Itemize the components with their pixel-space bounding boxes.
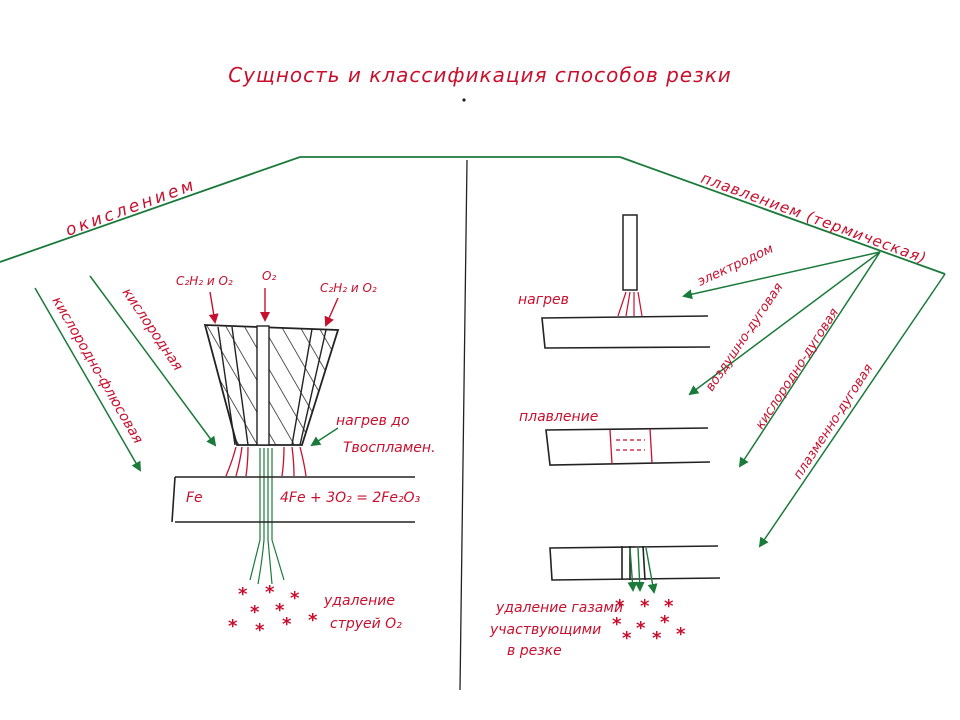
label-oxygen-arc: кислородно-дуговая <box>753 306 842 433</box>
label-removal-left-1: удаление <box>323 593 395 609</box>
branch-line-left <box>0 156 620 263</box>
oxygen-jet <box>249 448 285 585</box>
sparks-left: *** ** **** <box>228 582 318 641</box>
arrow-oxygen <box>89 275 217 447</box>
svg-text:*: * <box>676 624 686 645</box>
torch-nozzle <box>203 324 340 446</box>
svg-text:*: * <box>238 584 248 605</box>
label-gas-center: O₂ <box>262 269 276 283</box>
sparks-right: *** *** *** <box>612 596 686 649</box>
svg-text:*: * <box>265 582 275 603</box>
arc-heat <box>617 291 643 317</box>
label-removal-left-2: струей O₂ <box>330 616 402 632</box>
removal-gas-arrows <box>627 547 658 594</box>
label-melting: плавление <box>519 409 598 425</box>
branch-line-right <box>619 156 946 275</box>
label-reaction: 4Fe + 3O₂ = 2Fe₂O₃ <box>280 490 421 506</box>
svg-text:*: * <box>664 596 674 617</box>
label-oxygen-flux: кислородно-флюсовая <box>49 294 146 447</box>
workpiece-fe <box>171 476 415 523</box>
arrow-heat <box>310 427 339 447</box>
svg-text:*: * <box>640 596 650 617</box>
svg-text:*: * <box>282 614 292 635</box>
divider-line <box>459 159 468 691</box>
workpiece-3 <box>549 545 721 581</box>
arrow-oxygen-flux <box>34 287 141 472</box>
label-removal-right-3: в резке <box>507 643 562 659</box>
label-gas-left: C₂H₂ и O₂ <box>176 274 233 288</box>
electrode-rod <box>622 214 638 291</box>
preheat-flames <box>225 446 307 477</box>
label-removal-right-2: участвующими <box>489 622 601 638</box>
svg-text:*: * <box>660 612 670 633</box>
svg-text:*: * <box>228 616 238 637</box>
svg-text:*: * <box>622 628 632 649</box>
arrow-gas-right <box>324 297 339 327</box>
arrow-gas-left <box>208 291 219 324</box>
svg-text:*: * <box>652 628 662 649</box>
label-plasma-arc: плазменно-дуговая <box>791 361 877 482</box>
label-electrode: электродом <box>695 241 776 289</box>
right-fan-lines <box>682 251 946 548</box>
label-air-arc: воздушно-дуговая <box>703 280 787 394</box>
title-dot <box>462 98 466 102</box>
svg-text:*: * <box>612 614 622 635</box>
svg-text:*: * <box>255 620 265 641</box>
label-heat-2: Tвоспламен. <box>343 440 436 456</box>
branch-label-oxidation: окислением <box>63 175 199 241</box>
label-heating: нагрев <box>518 292 569 308</box>
svg-text:*: * <box>250 602 260 623</box>
branch-label-melting: плавлением (термическая) <box>699 169 930 268</box>
svg-text:*: * <box>275 600 285 621</box>
workpiece-2 <box>545 427 711 466</box>
label-fe: Fe <box>186 490 203 506</box>
svg-text:*: * <box>615 596 625 617</box>
svg-text:*: * <box>308 610 318 631</box>
label-removal-right-1: удаление газами <box>495 600 623 616</box>
workpiece-1 <box>541 315 711 349</box>
label-gas-right: C₂H₂ и O₂ <box>320 281 377 295</box>
molten-zone <box>609 428 653 465</box>
svg-text:*: * <box>290 588 300 609</box>
svg-text:*: * <box>636 618 646 639</box>
diagram-title: Сущность и классификация способов резки <box>228 63 732 87</box>
label-heat-1: нагрев до <box>336 413 410 429</box>
